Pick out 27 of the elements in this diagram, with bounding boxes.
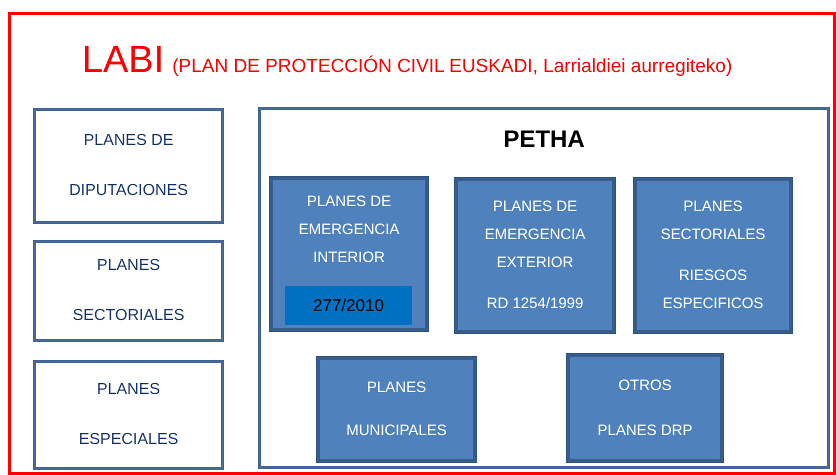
- plan-label: PLANES DE EMERGENCIA EXTERIOR: [484, 197, 586, 274]
- title: LABI: [82, 39, 164, 81]
- plan-box: [454, 177, 616, 334]
- plan-box: [633, 177, 793, 334]
- plan-label: PLANES SECTORIALES: [660, 197, 766, 246]
- plan-box: [316, 356, 477, 463]
- heading: PETHA: [502, 126, 586, 154]
- plan-label: PLANES: [366, 378, 428, 398]
- outer-frame: [8, 12, 836, 475]
- plan-label: PLANES SECTORIALES: [72, 256, 186, 326]
- container-box: [258, 107, 830, 469]
- plan-label: RD 1254/1999: [486, 294, 584, 314]
- code-box: [285, 286, 412, 325]
- plan-label: PLANES ESPECIALES: [78, 380, 180, 450]
- plan-label: PLANES DE DIPUTACIONES: [68, 131, 189, 201]
- subtitle: (PLAN DE PROTECCIÓN CIVIL EUSKADI, Larrialdiei aurregiteko): [172, 56, 732, 77]
- plan-label: RIESGOS ESPECIFICOS: [662, 266, 764, 314]
- plan-label: PLANES DRP: [596, 420, 694, 440]
- plan-box: [33, 360, 224, 470]
- plan-label: OTROS: [617, 376, 673, 396]
- plan-box: [566, 353, 724, 463]
- plan-box: [33, 108, 224, 224]
- plan-label: MUNICIPALES: [345, 421, 448, 442]
- plan-box: [33, 240, 224, 342]
- plan-label: PLANES DE EMERGENCIA INTERIOR: [298, 192, 400, 268]
- plan-box: [269, 176, 429, 332]
- plan-label: 277/2010: [313, 294, 384, 316]
